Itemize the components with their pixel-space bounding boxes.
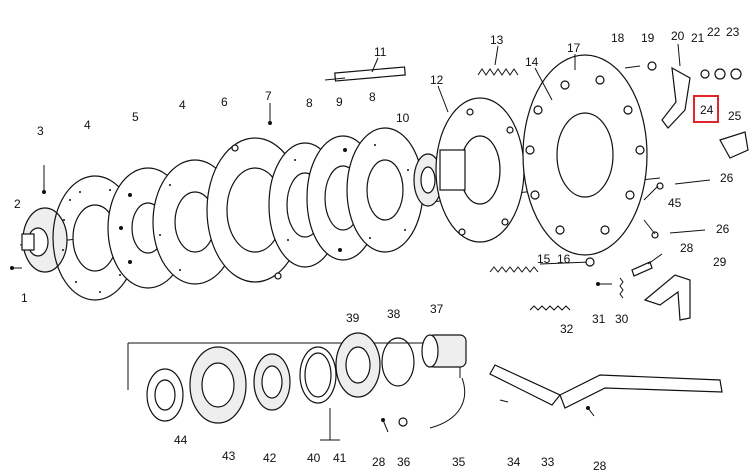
ring-part-38 [381, 337, 415, 387]
nut-part-23 [730, 68, 742, 80]
label-37: 37 [430, 302, 444, 316]
label-42: 42 [263, 451, 277, 465]
label-44: 44 [174, 433, 188, 447]
label-26-upper: 26 [720, 171, 734, 185]
release-fork-29 [643, 274, 691, 321]
bracket-part-25 [719, 131, 749, 159]
label-30: 30 [615, 312, 629, 326]
bolt-part-26-lower [651, 229, 706, 239]
label-32: 32 [560, 322, 574, 336]
spring-part-15 [489, 266, 539, 273]
nut-part-36 [398, 417, 408, 427]
bearing-part-43 [189, 346, 247, 424]
label-12: 12 [430, 73, 444, 87]
label-13: 13 [490, 33, 504, 47]
leader-lines [320, 43, 681, 441]
washer-part-22 [714, 68, 726, 80]
label-22: 22 [707, 25, 721, 39]
label-15: 15 [537, 252, 551, 266]
label-36: 36 [397, 455, 411, 469]
key-part-34 [499, 399, 509, 403]
label-21: 21 [691, 31, 705, 45]
fitting-part-28-lower [381, 418, 389, 433]
label-38: 38 [387, 307, 401, 321]
shaft-part-33 [489, 364, 723, 409]
grease-line-35 [429, 377, 466, 429]
screw-part-7 [268, 103, 272, 125]
label-28-lower: 28 [372, 455, 386, 469]
label-4-right: 4 [179, 98, 186, 112]
label-41: 41 [333, 451, 347, 465]
fitting-part-28-right [586, 406, 595, 417]
label-29: 29 [713, 255, 727, 269]
label-8-right: 8 [369, 90, 376, 104]
part-number-labels: 1 2 3 4 5 4 6 7 8 9 8 10 11 12 13 14 15 … [14, 25, 742, 473]
label-23: 23 [726, 25, 740, 39]
label-17: 17 [567, 41, 581, 55]
pin-part-28-top [631, 261, 653, 277]
label-7: 7 [265, 89, 272, 103]
label-1: 1 [21, 291, 28, 305]
label-14: 14 [525, 55, 539, 69]
washer-part-21 [700, 69, 710, 79]
spring-part-13 [477, 68, 519, 76]
label-5: 5 [132, 110, 139, 124]
pin-part-11 [324, 66, 406, 82]
clutch-cover-17 [522, 54, 648, 256]
bolt-part-31 [596, 282, 612, 286]
label-28-top: 28 [680, 241, 694, 255]
clutch-housing-12 [435, 97, 525, 243]
label-39: 39 [346, 311, 360, 325]
label-35: 35 [452, 455, 466, 469]
bracket-part-44 [146, 368, 184, 422]
screw-part-1 [10, 266, 22, 270]
label-8-left: 8 [306, 96, 313, 110]
bolt-part-18 [624, 65, 641, 69]
label-24: 24 [700, 103, 714, 117]
lever-part-20 [661, 66, 691, 129]
screw-part-3 [42, 165, 46, 194]
spring-part-32 [529, 305, 571, 311]
bolt-part-26-upper [656, 179, 711, 190]
bearing-part-39 [335, 332, 381, 398]
label-11: 11 [374, 45, 387, 59]
label-43: 43 [222, 449, 236, 463]
label-10: 10 [396, 111, 410, 125]
label-16: 16 [557, 252, 571, 266]
label-4-left: 4 [84, 118, 91, 132]
label-6: 6 [221, 95, 228, 109]
label-2: 2 [14, 197, 21, 211]
release-bearing-37 [421, 334, 467, 368]
label-34: 34 [507, 455, 521, 469]
label-19: 19 [641, 31, 655, 45]
spring-part-30 [619, 277, 624, 299]
label-25: 25 [728, 109, 742, 123]
spring-hub-10 [413, 153, 443, 207]
label-18: 18 [611, 31, 625, 45]
label-45: 45 [668, 196, 682, 210]
nut-part-19 [647, 61, 657, 71]
ring-part-40-41 [299, 346, 337, 404]
hub-part-2 [21, 207, 68, 273]
label-9: 9 [336, 95, 343, 109]
label-40: 40 [307, 451, 321, 465]
highlight-box-part-24 [693, 95, 719, 123]
label-20: 20 [671, 29, 685, 43]
label-26-lower: 26 [716, 222, 730, 236]
bearing-part-42 [253, 353, 291, 411]
label-33: 33 [541, 455, 555, 469]
label-31: 31 [592, 312, 606, 326]
label-28-right: 28 [593, 459, 607, 473]
friction-disc-8-right [346, 127, 424, 253]
label-3: 3 [37, 124, 44, 138]
bolt-part-16 [539, 257, 595, 267]
